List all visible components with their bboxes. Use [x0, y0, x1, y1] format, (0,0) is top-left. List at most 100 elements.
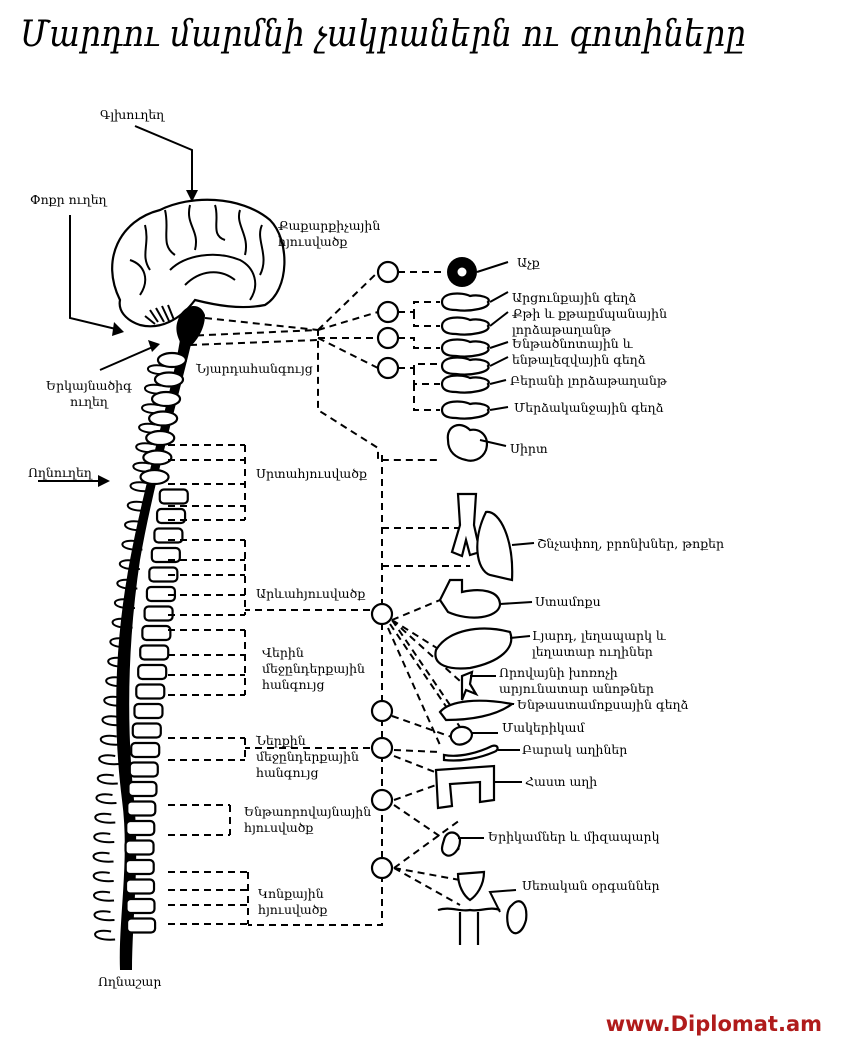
- label-large-intestine: Հաստ աղի: [525, 774, 598, 789]
- abdominal-branches: [387, 599, 471, 906]
- vertebra: [128, 761, 159, 778]
- uterus-icon: [437, 907, 501, 945]
- label-pelvic: Կոնքային հյուսվածք: [258, 886, 328, 917]
- label-medulla: Երկայնածիգ ուղեղ: [46, 378, 132, 409]
- nerve-root: [94, 929, 116, 941]
- vertebra: [126, 800, 157, 817]
- nerve-root: [101, 715, 123, 727]
- vertebra: [133, 702, 164, 720]
- leader-line: [509, 635, 531, 639]
- abdominal-vessels-icon: [460, 670, 479, 701]
- ganglion-circle: [376, 326, 400, 350]
- pancreas-icon: [438, 699, 515, 722]
- page-title: Մարդու մարմնի չակրաներն ու գոտիները: [20, 14, 746, 55]
- nerve-root: [111, 617, 133, 629]
- cerebellum-arrow: [69, 215, 121, 331]
- nerve-root: [105, 676, 127, 688]
- ganglion-circle: [370, 736, 394, 760]
- vertebra: [127, 780, 158, 798]
- nerve-root: [94, 812, 116, 824]
- vertebra: [124, 839, 155, 856]
- leader-line: [489, 311, 509, 327]
- nerve-root: [92, 851, 114, 863]
- label-cortex: Քաքարքիչային հյուսվածք: [278, 218, 381, 249]
- nerve-root: [109, 637, 131, 649]
- nerve-root: [93, 832, 115, 844]
- vertebra: [150, 546, 181, 564]
- nerve-root: [96, 773, 118, 785]
- label-ganglion: Նյարդահանգույց: [196, 361, 313, 376]
- vertebra: [143, 605, 174, 622]
- label-hypogastric: Ենթաորովայնային հյուսվածք: [244, 804, 372, 835]
- nerve-root: [107, 656, 129, 668]
- heart-icon: [446, 423, 488, 462]
- label-upper-mesenteric: Վերին մեջընդերքային հանգույց: [262, 645, 365, 692]
- ganglion-circle: [376, 356, 400, 380]
- ganglion-circle: [370, 856, 394, 880]
- ganglion-circle: [370, 699, 394, 723]
- leader-line: [499, 601, 533, 605]
- label-solar-plexus: Արևահյուսվածք: [256, 586, 366, 601]
- vertebra: [125, 897, 156, 915]
- ganglion-circle: [370, 788, 394, 812]
- vertebra: [142, 449, 173, 466]
- watermark-link[interactable]: www.Diplomat.am: [605, 1012, 822, 1036]
- label-lacrimal: Արցունքային գեղձ: [512, 290, 637, 305]
- vertebra: [124, 878, 156, 895]
- vertebra: [137, 663, 168, 681]
- nasal-mucosa-icon: [440, 316, 490, 336]
- small-intestine-icon: [442, 744, 499, 762]
- vertebra: [148, 410, 179, 427]
- eye-pupil: [456, 266, 468, 278]
- label-sacrum: Ողնաշար: [98, 974, 162, 989]
- nerve-root: [92, 871, 114, 883]
- leader-line: [489, 379, 507, 385]
- ganglion-circle: [370, 602, 394, 626]
- label-kidneys: Երիկամներ և միզապարկ: [488, 829, 660, 844]
- nerve-root: [93, 890, 115, 902]
- label-spleen: Մակերիկամ: [502, 720, 585, 735]
- testis-icon: [506, 900, 528, 935]
- vertebra: [130, 741, 161, 759]
- submandibular-gland-icon: [440, 338, 490, 358]
- kidney-icon: [440, 831, 462, 857]
- brain-icon: [111, 198, 286, 350]
- trachea-icon: [450, 492, 482, 558]
- spinal-cord: [116, 340, 192, 970]
- nerve-root: [116, 578, 138, 590]
- vertebra: [153, 527, 184, 544]
- label-parotid: Մերձականջային գեղձ: [514, 400, 664, 415]
- leader-line: [489, 356, 509, 367]
- label-stomach: Ստամոքս: [535, 594, 601, 609]
- vertebra: [148, 566, 179, 583]
- vertebra: [139, 644, 170, 661]
- label-cerebrum: Գլխուղեղ: [100, 107, 165, 122]
- vertebrae: [92, 351, 189, 941]
- vertebra: [125, 819, 156, 837]
- cranial-nerve-path: [184, 328, 440, 461]
- label-heart: Սիրտ: [510, 441, 548, 456]
- head-gland-branches: [398, 271, 446, 411]
- vertebra: [141, 624, 172, 642]
- label-cardiac-plexus: Սրտահյուսվածք: [256, 466, 367, 481]
- bladder-icon: [456, 870, 486, 902]
- vertebra: [125, 917, 157, 934]
- vertebra: [139, 468, 170, 486]
- lacrimal-gland-icon: [440, 292, 490, 312]
- nerve-root: [99, 734, 121, 746]
- lung-icon: [476, 510, 514, 582]
- cranial-nerve-branches: [189, 271, 379, 369]
- leader-line: [488, 889, 517, 913]
- label-spinal-cord: Ողնուղեղ: [28, 465, 92, 480]
- medulla-arrow: [99, 345, 156, 371]
- label-lower-mesenteric: Ներքին մեջընդերքային հանգույց: [256, 733, 359, 780]
- vertebra: [153, 371, 185, 388]
- label-oral: Բերանի լորձաթաղանթ: [510, 373, 667, 388]
- label-nasal: Քթի և քթաըմպանային լորձաթաղանթ: [512, 306, 668, 337]
- leader-line: [476, 261, 509, 273]
- nerve-root: [93, 910, 115, 922]
- vertebra: [135, 683, 166, 700]
- leader-line: [489, 341, 509, 349]
- label-abdominal-vessels: Որովայնի խոռոչի արյունատար անոթներ: [499, 665, 654, 696]
